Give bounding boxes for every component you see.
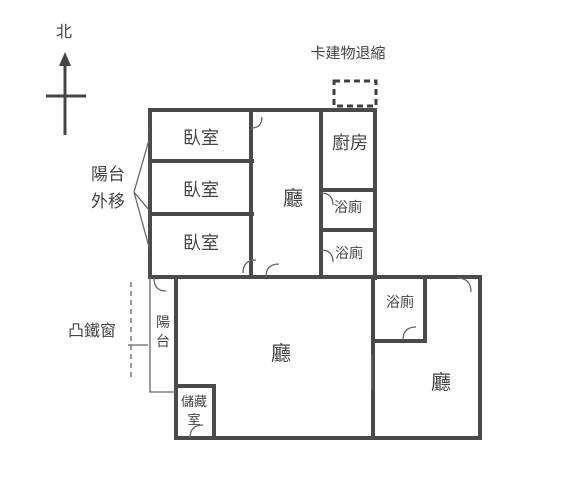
balcony-label-line-1: 陽 [156, 315, 170, 331]
north-arrow-icon [46, 52, 86, 135]
balcony-move-label-line-2: 外移 [91, 192, 125, 212]
storage-walls [174, 384, 216, 440]
storage-label-line-1: 儲藏 [181, 395, 207, 410]
north-label: 北 [56, 22, 72, 41]
balcony-label-line-2: 台 [156, 334, 170, 350]
door-swing [265, 263, 280, 278]
balcony-move-label-line-1: 陽台 [91, 165, 125, 185]
bedroom-partitions [148, 108, 254, 279]
door-swing [250, 116, 263, 129]
main-hall-walls [174, 275, 375, 440]
bay-window-label: 凸鐵窗 [68, 321, 116, 340]
right-bath-walls [371, 275, 427, 343]
door-swing [320, 249, 334, 263]
door-swing [242, 259, 257, 274]
retreat-dashed-box [332, 79, 378, 108]
bathroom-3-label: 浴廁 [386, 294, 414, 311]
door-swing [456, 277, 472, 293]
upper-outer-walls [148, 108, 377, 280]
door-swing [402, 326, 417, 341]
door-swing [320, 192, 334, 206]
retreat-note-label: 卡建物退縮 [310, 44, 385, 62]
right-hall-label: 廳 [431, 370, 451, 394]
balcony-move-arrows [133, 139, 150, 248]
storage-label-line-2: 室 [187, 412, 200, 428]
bedroom-1-label: 臥室 [183, 128, 219, 149]
bathroom-1-label: 浴廁 [334, 199, 362, 216]
main-hall-label: 廳 [271, 341, 291, 365]
bedroom-2-label: 臥室 [183, 180, 219, 201]
door-swing [153, 277, 167, 292]
upper-hall-label: 廳 [283, 186, 303, 210]
kitchen-label: 廚房 [332, 132, 368, 154]
bedroom-3-label: 臥室 [183, 233, 219, 254]
door-swing [189, 424, 204, 439]
balcony-outline [149, 277, 176, 393]
bathroom-2-label: 浴廁 [335, 245, 363, 262]
service-partitions [319, 108, 376, 279]
